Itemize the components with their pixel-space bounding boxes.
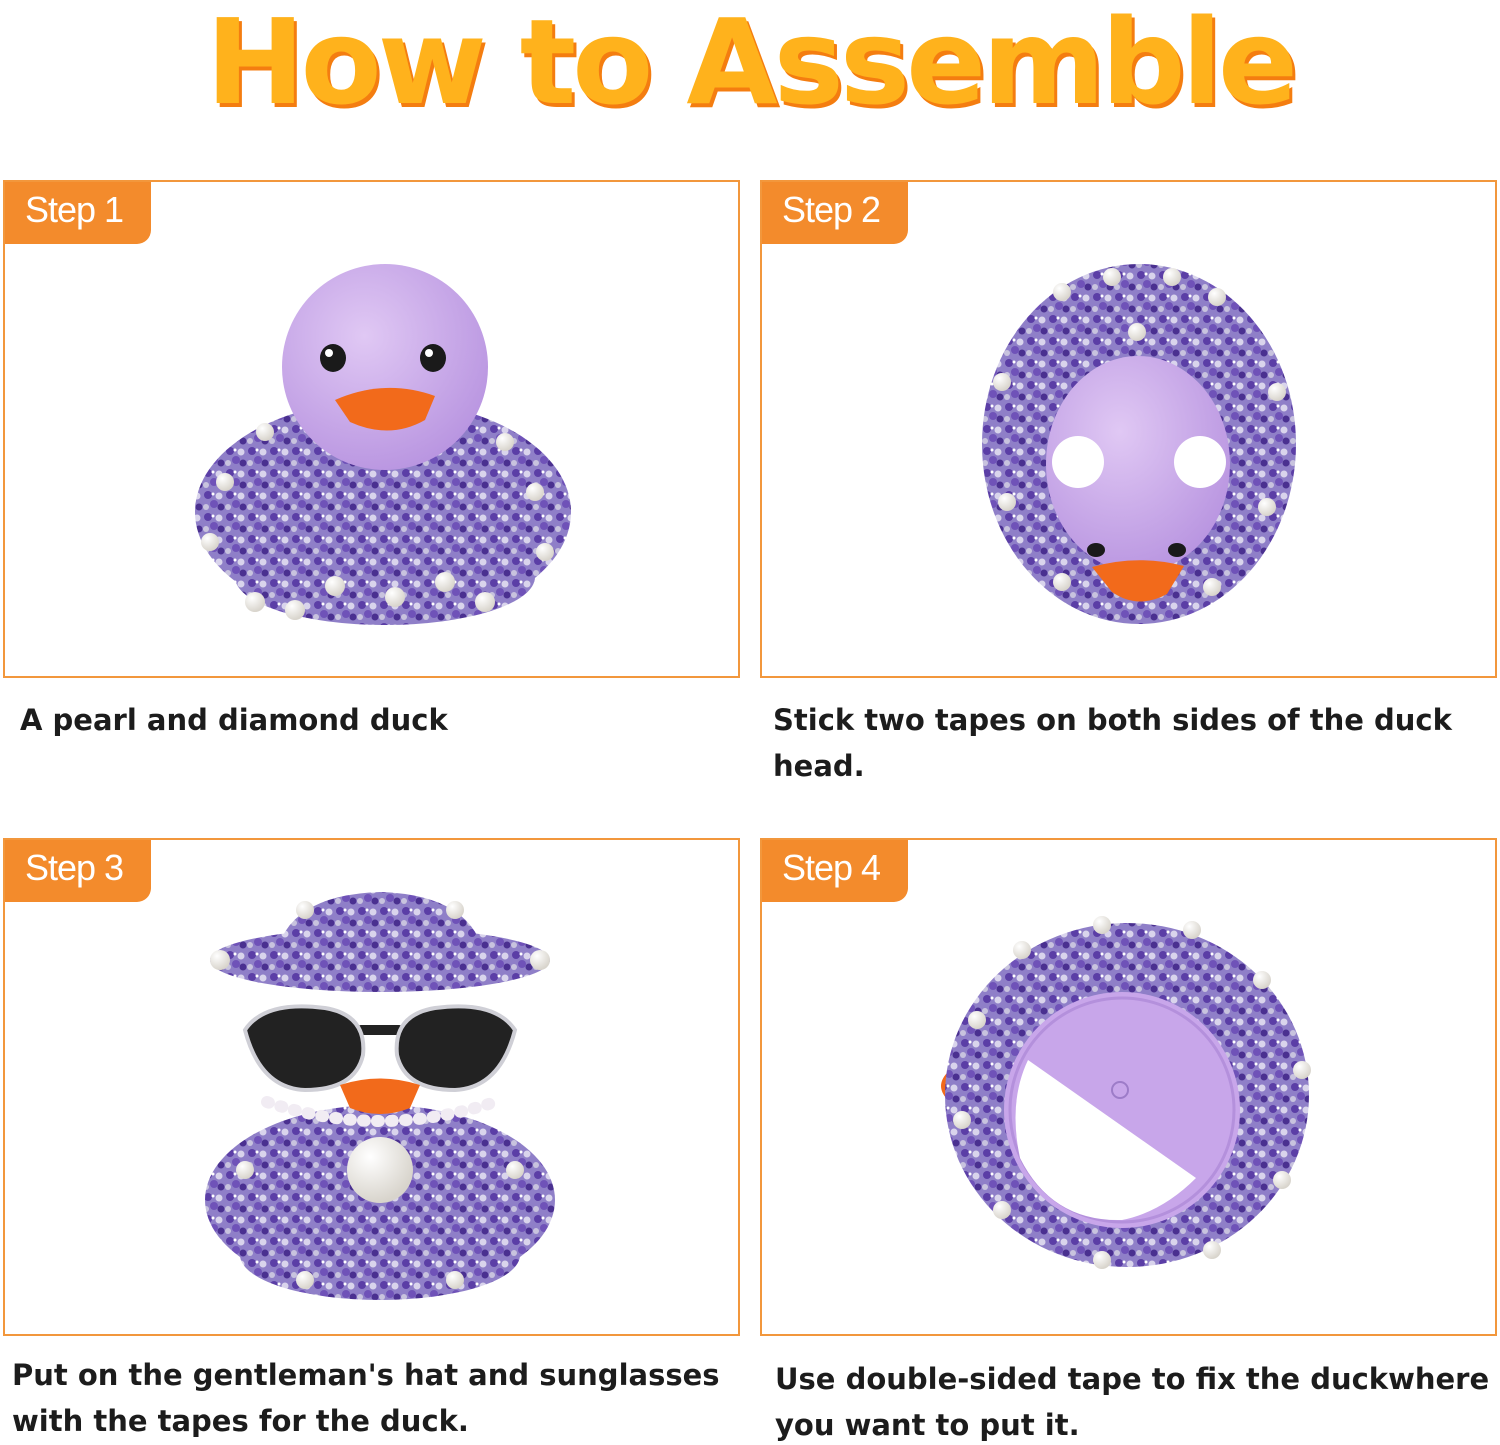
step-2-caption: Stick two tapes on both sides of the duc…: [773, 703, 1452, 783]
step-1-duck-image: [195, 264, 571, 625]
step-3-duck-image: [205, 892, 555, 1300]
page-title: How to Assemble: [205, 0, 1298, 131]
step-4-panel: Step 4: [760, 838, 1497, 1336]
step-1-tag: Step 1: [5, 182, 151, 244]
step-4-caption: Use double-sided tape to fix the duckwhe…: [775, 1362, 1490, 1442]
step-1-panel: Step 1: [3, 180, 740, 678]
step-1-caption: A pearl and diamond duck: [20, 703, 448, 737]
step-3-tag: Step 3: [5, 840, 151, 902]
step-2-panel: Step 2: [760, 180, 1497, 678]
step-4-duck-image: [941, 916, 1311, 1269]
step-2-duck-image: [982, 264, 1296, 624]
step-3-caption: Put on the gentleman's hat and sunglasse…: [12, 1358, 720, 1438]
step-4-tag: Step 4: [762, 840, 908, 902]
step-2-tag: Step 2: [762, 182, 908, 244]
step-3-panel: Step 3: [3, 838, 740, 1336]
